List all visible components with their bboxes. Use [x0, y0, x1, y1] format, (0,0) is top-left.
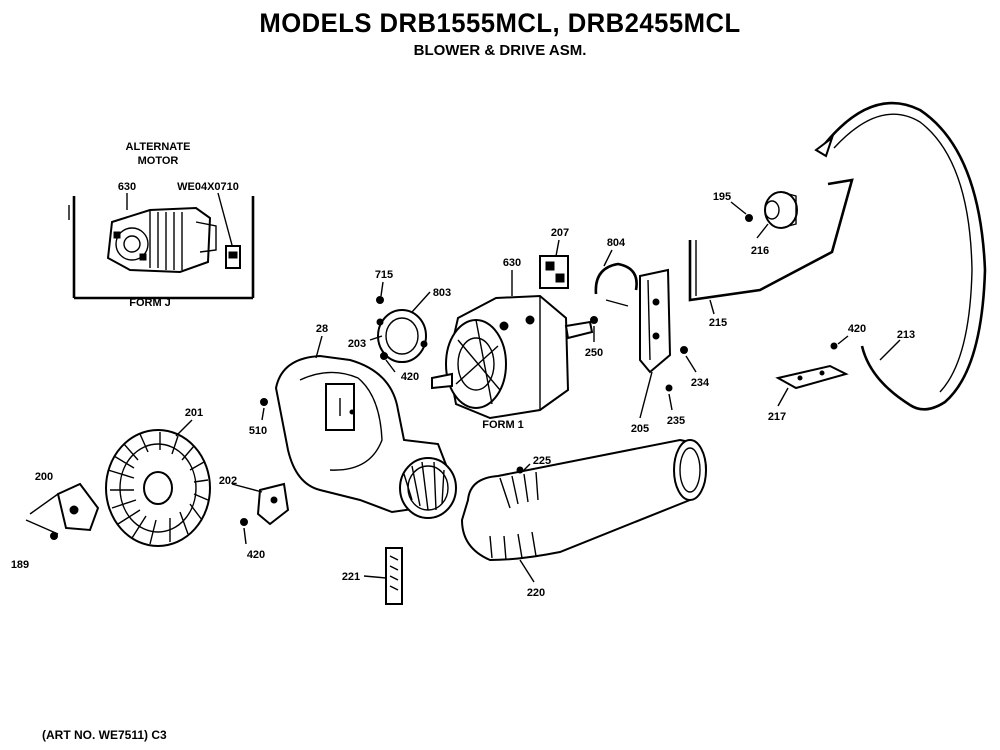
inset-heading-2: MOTOR	[138, 155, 179, 167]
art-number: (ART NO. WE7511) C3	[42, 728, 167, 742]
callout-420-c: 420	[247, 549, 265, 561]
motor-mount-bracket	[639, 268, 672, 374]
callout-225: 225	[533, 455, 551, 467]
callout-28: 28	[316, 323, 328, 335]
page-subtitle: BLOWER & DRIVE ASM.	[413, 42, 587, 59]
callout-189: 189	[11, 559, 29, 571]
callout-202: 202	[219, 475, 237, 487]
leader-lines	[175, 201, 901, 583]
callout-715: 715	[375, 269, 393, 281]
callout-221: 221	[342, 571, 360, 583]
callout-207: 207	[551, 227, 569, 239]
screw-235	[665, 384, 673, 392]
callout-205: 205	[631, 423, 649, 435]
callout-234: 234	[691, 377, 710, 389]
alternate-motor-inset: ALTERNATE MOTOR 630 WE04X0710	[68, 141, 255, 309]
callout-203: 203	[348, 338, 366, 350]
page-title: MODELS DRB1555MCL, DRB2455MCL	[259, 8, 741, 38]
alternate-motor	[106, 206, 217, 274]
callout-213: 213	[897, 329, 915, 341]
callout-220: 220	[527, 587, 545, 599]
drive-motor	[431, 294, 594, 420]
form-1-label: FORM 1	[482, 419, 524, 431]
callout-labels: 715 803 203 420 630 207 804 250 195 216 …	[11, 191, 915, 599]
screw-250	[590, 316, 598, 324]
callout-804: 804	[607, 237, 626, 249]
screw-234	[680, 346, 688, 354]
callout-215: 215	[709, 317, 727, 329]
screw-195	[745, 214, 753, 222]
alternate-motor-switch	[225, 245, 241, 269]
centrifugal-switch	[539, 255, 569, 289]
spring-clip	[594, 262, 638, 307]
inset-form-label: FORM J	[129, 297, 171, 309]
fasteners	[50, 214, 838, 540]
screw-715	[376, 296, 384, 304]
blower-housing	[274, 354, 457, 519]
callout-216: 216	[751, 245, 769, 257]
screw-420-b	[830, 342, 838, 350]
motor-clamp	[376, 309, 428, 363]
blower-bracket	[256, 482, 290, 526]
callout-420-b: 420	[848, 323, 866, 335]
screw-420-c	[240, 518, 248, 526]
callout-803: 803	[433, 287, 451, 299]
screw-189	[50, 532, 58, 540]
callout-510: 510	[249, 425, 267, 437]
callout-195: 195	[713, 191, 731, 203]
seal-strip	[385, 547, 403, 605]
callout-217: 217	[768, 411, 786, 423]
callout-200: 200	[35, 471, 53, 483]
inset-heading-1: ALTERNATE	[126, 141, 191, 153]
exhaust-duct	[460, 438, 708, 562]
callout-235: 235	[667, 415, 685, 427]
idler-arm	[688, 178, 854, 302]
blower-clip	[25, 482, 100, 535]
callout-alt-motor-630: 630	[118, 181, 136, 193]
blower-wheel	[105, 429, 211, 547]
screw-510	[260, 398, 268, 406]
callout-250: 250	[585, 347, 603, 359]
callout-201: 201	[185, 407, 203, 419]
drive-belt	[814, 101, 987, 411]
screw-225	[516, 466, 524, 474]
callout-630: 630	[503, 257, 521, 269]
screw-420-a	[380, 352, 388, 360]
callout-we04x0710: WE04X0710	[177, 181, 239, 193]
idler-bracket	[775, 364, 849, 390]
idler-pulley	[764, 191, 798, 229]
callout-420-a: 420	[401, 371, 419, 383]
